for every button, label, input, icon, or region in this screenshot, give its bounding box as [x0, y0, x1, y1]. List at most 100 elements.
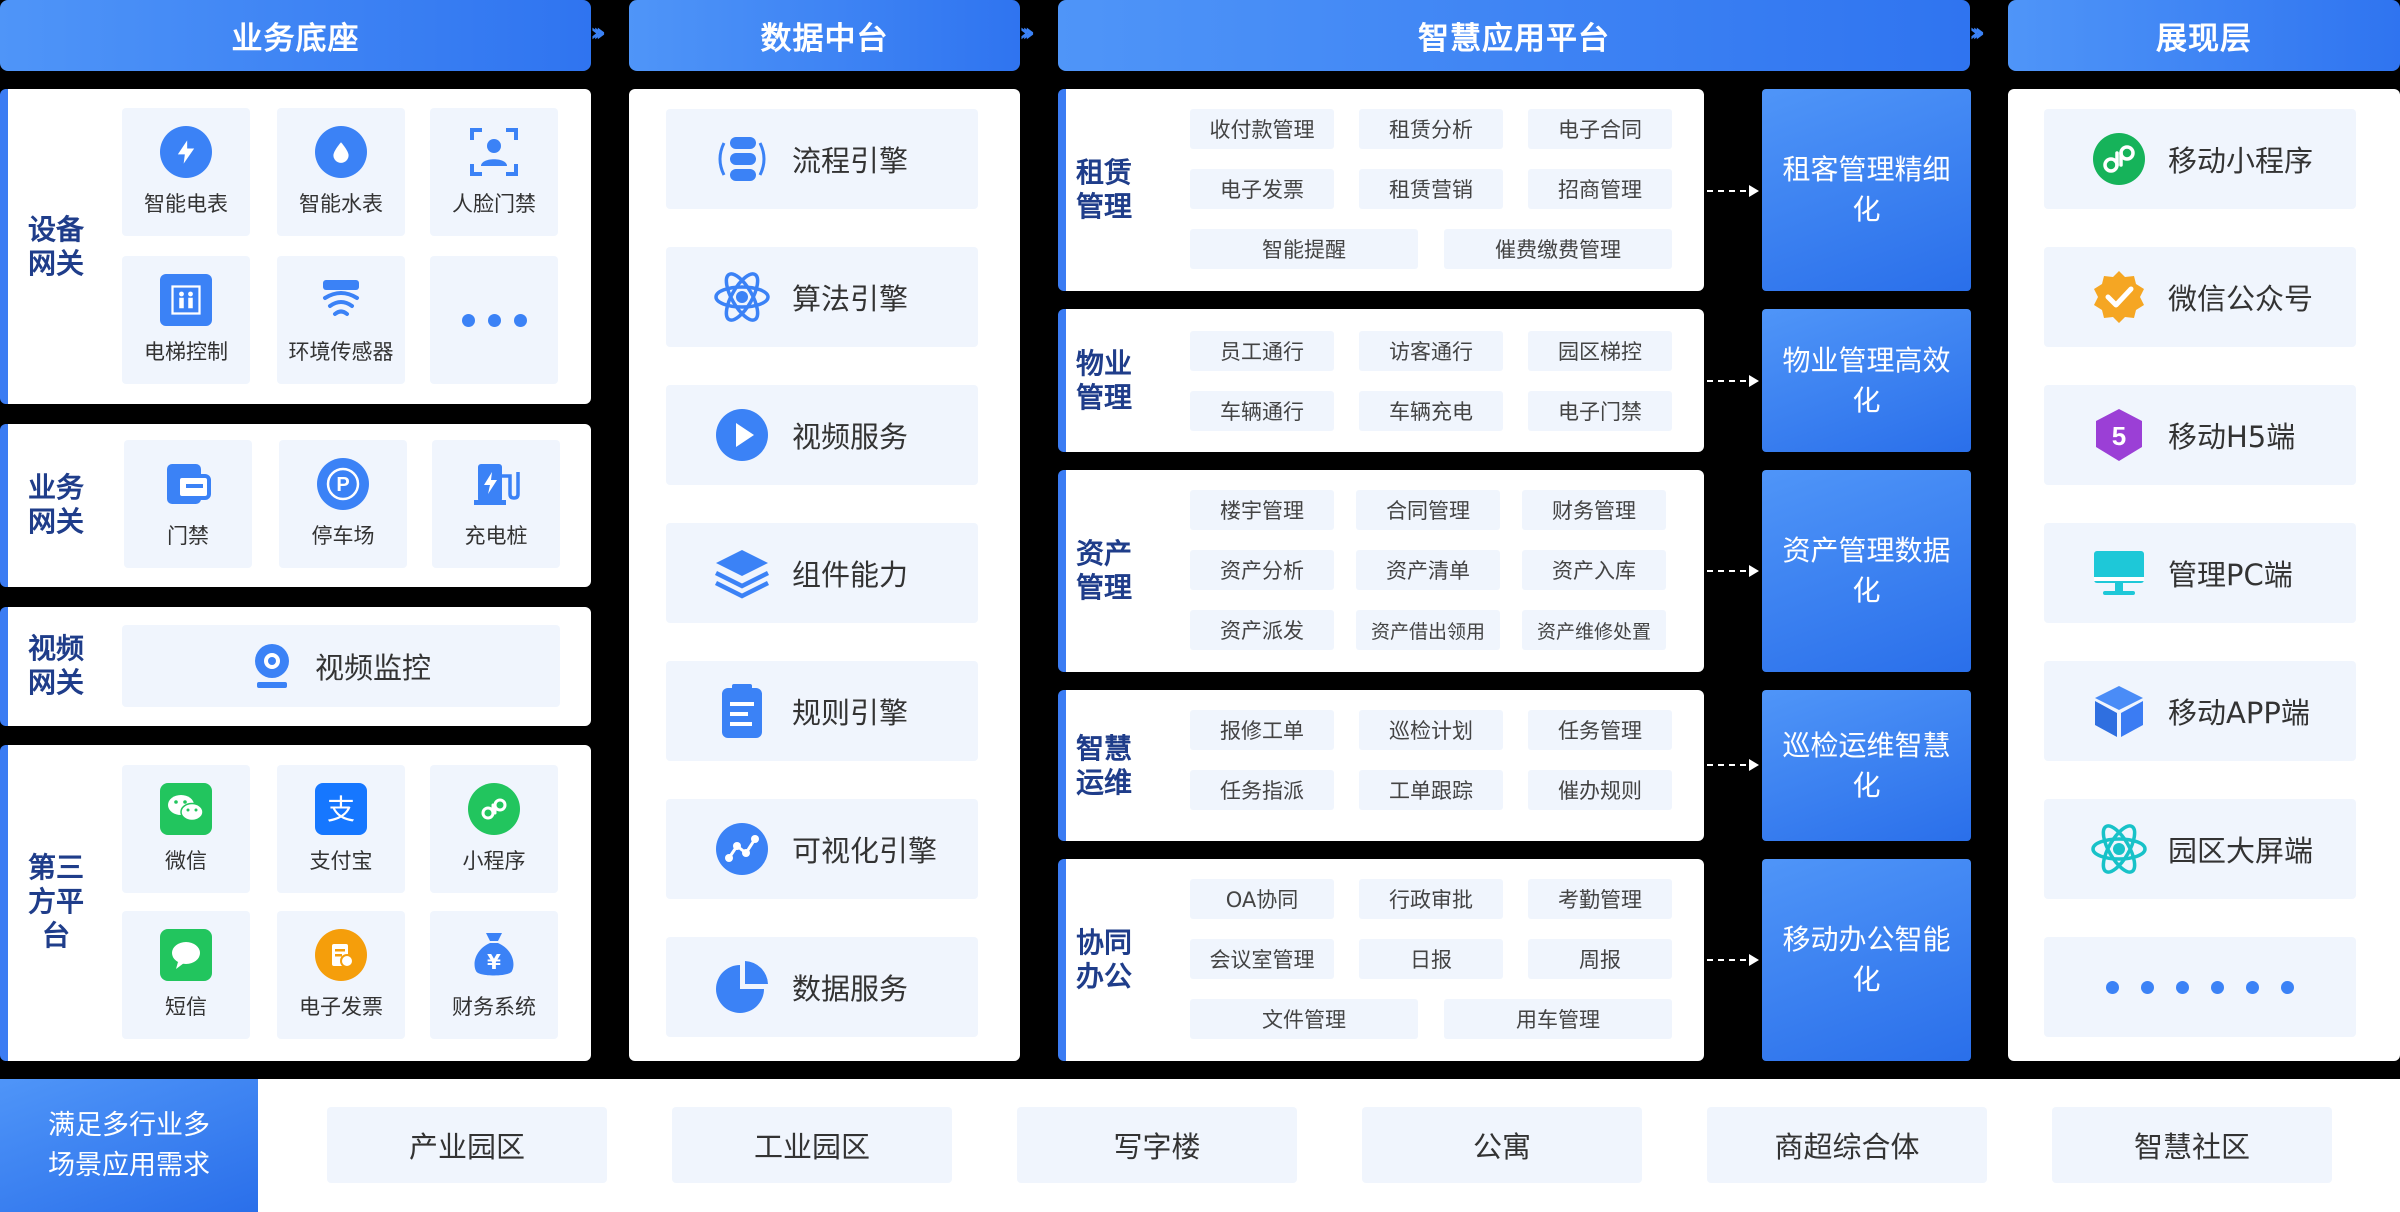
chip[interactable]: 文件管理 [1190, 999, 1418, 1039]
engine-algorithm[interactable]: 算法引擎 [666, 247, 978, 347]
engine-rule[interactable]: 规则引擎 [666, 661, 978, 761]
engine-label: 组件能力 [792, 558, 909, 592]
result-asset[interactable]: 资产管理数据化 [1762, 470, 1971, 672]
chip[interactable]: 催费缴费管理 [1444, 229, 1672, 269]
display-label: 管理PC端 [2168, 558, 2293, 592]
app-om-label: 智慧 运维 [1075, 732, 1132, 799]
chip[interactable]: 催办规则 [1528, 770, 1672, 810]
chip[interactable]: 收付款管理 [1190, 109, 1334, 149]
chip[interactable]: 资产借出领用 [1356, 610, 1500, 650]
result-lease[interactable]: 租客管理精细化 [1762, 89, 1971, 291]
result-property[interactable]: 物业管理高效化 [1762, 309, 1971, 452]
chip[interactable]: 资产清单 [1356, 550, 1500, 590]
chip[interactable]: 电子门禁 [1528, 391, 1672, 431]
tile-smart-water-meter[interactable]: 智能水表 [277, 108, 405, 236]
atom-icon [2090, 820, 2148, 878]
chip[interactable]: 巡检计划 [1359, 710, 1503, 750]
chip[interactable]: 资产入库 [1522, 550, 1666, 590]
chip[interactable]: 车辆通行 [1190, 391, 1334, 431]
engine-component[interactable]: 组件能力 [666, 523, 978, 623]
chip[interactable]: 财务管理 [1522, 490, 1666, 530]
app-om-panel: 智慧 运维 报修工单 巡检计划 任务管理 任务指派 工单跟踪 催办规则 [1058, 690, 1704, 841]
engine-video-service[interactable]: 视频服务 [666, 385, 978, 485]
business-gateway-label: 业务 网关 [27, 471, 84, 538]
chip[interactable]: 任务管理 [1528, 710, 1672, 750]
tile-charging-pile[interactable]: 充电桩 [432, 440, 560, 568]
chip[interactable]: 周报 [1528, 939, 1672, 979]
svg-text:支: 支 [327, 793, 355, 826]
app-asset-label: 资产 管理 [1075, 537, 1132, 604]
chip[interactable]: 智能提醒 [1190, 229, 1418, 269]
chip[interactable]: 资产分析 [1190, 550, 1334, 590]
tile-alipay[interactable]: 支 支付宝 [277, 765, 405, 893]
tile-sms[interactable]: 短信 [122, 911, 250, 1039]
display-mini-program[interactable]: 移动小程序 [2044, 109, 2356, 209]
scene-smart-community[interactable]: 智慧社区 [2052, 1107, 2332, 1183]
tile-finance-system[interactable]: ¥ 财务系统 [430, 911, 558, 1039]
chip[interactable]: 访客通行 [1359, 331, 1503, 371]
result-om[interactable]: 巡检运维智慧化 [1762, 690, 1971, 841]
tile-elevator-control[interactable]: 电梯控制 [122, 256, 250, 384]
svg-text:P: P [336, 474, 349, 496]
tile-video-monitor[interactable]: 视频监控 [122, 625, 560, 707]
chip[interactable]: 工单跟踪 [1359, 770, 1503, 810]
chip[interactable]: 任务指派 [1190, 770, 1334, 810]
chip[interactable]: 报修工单 [1190, 710, 1334, 750]
tile-label: 环境传感器 [288, 340, 394, 364]
chip[interactable]: 行政审批 [1359, 879, 1503, 919]
engine-visualization[interactable]: 可视化引擎 [666, 799, 978, 899]
chip[interactable]: 电子发票 [1190, 169, 1334, 209]
display-more[interactable] [2044, 937, 2356, 1037]
chip[interactable]: 资产派发 [1190, 610, 1334, 650]
display-h5[interactable]: 5 移动H5端 [2044, 385, 2356, 485]
door-card-icon [162, 458, 214, 510]
chip[interactable]: 招商管理 [1528, 169, 1672, 209]
tile-mini-program[interactable]: 小程序 [430, 765, 558, 893]
video-gateway-panel: 视频 网关 视频监控 [0, 607, 591, 726]
tile-face-access[interactable]: 人脸门禁 [430, 108, 558, 236]
scene-industry-park[interactable]: 工业园区 [672, 1107, 952, 1183]
chip[interactable]: 合同管理 [1356, 490, 1500, 530]
cube-icon [2090, 682, 2148, 740]
tile-more[interactable] [430, 256, 558, 384]
chip[interactable]: 电子合同 [1528, 109, 1672, 149]
tile-env-sensor[interactable]: 环境传感器 [277, 256, 405, 384]
engine-data-service[interactable]: 数据服务 [666, 937, 978, 1037]
tile-smart-meter[interactable]: 智能电表 [122, 108, 250, 236]
chip[interactable]: 车辆充电 [1359, 391, 1503, 431]
tile-door-access[interactable]: 门禁 [124, 440, 252, 568]
display-app[interactable]: 移动APP端 [2044, 661, 2356, 761]
chip[interactable]: 考勤管理 [1528, 879, 1672, 919]
chip[interactable]: 租赁分析 [1359, 109, 1503, 149]
tile-parking[interactable]: P 停车场 [279, 440, 407, 568]
footer-label: 满足多行业多场景应用需求 [0, 1079, 258, 1212]
display-pc[interactable]: 管理PC端 [2044, 523, 2356, 623]
chip[interactable]: 日报 [1359, 939, 1503, 979]
engine-flow[interactable]: 流程引擎 [666, 109, 978, 209]
chip[interactable]: 会议室管理 [1190, 939, 1334, 979]
tile-label: 充电桩 [464, 524, 528, 548]
chip[interactable]: 用车管理 [1444, 999, 1672, 1039]
tile-wechat[interactable]: 微信 [122, 765, 250, 893]
play-icon [712, 405, 772, 465]
scene-commercial-complex[interactable]: 商超综合体 [1707, 1107, 1987, 1183]
engine-label: 可视化引擎 [792, 834, 938, 868]
tile-label: 电梯控制 [144, 340, 228, 364]
chip[interactable]: 园区梯控 [1528, 331, 1672, 371]
scene-office-building[interactable]: 写字楼 [1017, 1107, 1297, 1183]
tile-label: 视频监控 [314, 651, 431, 685]
tile-label: 智能水表 [299, 192, 383, 216]
scene-apartment[interactable]: 公寓 [1362, 1107, 1642, 1183]
chip[interactable]: 资产维修处置 [1522, 610, 1666, 650]
chip[interactable]: 楼宇管理 [1190, 490, 1334, 530]
display-wechat-official[interactable]: 微信公众号 [2044, 247, 2356, 347]
result-office[interactable]: 移动办公智能化 [1762, 859, 1971, 1061]
chip[interactable]: 员工通行 [1190, 331, 1334, 371]
svg-text:¥: ¥ [487, 950, 501, 974]
tile-e-invoice[interactable]: 电子发票 [277, 911, 405, 1039]
chip[interactable]: 租赁营销 [1359, 169, 1503, 209]
camera-icon [251, 642, 293, 690]
scene-industrial-park[interactable]: 产业园区 [327, 1107, 607, 1183]
display-big-screen[interactable]: 园区大屏端 [2044, 799, 2356, 899]
chip[interactable]: OA协同 [1190, 879, 1334, 919]
